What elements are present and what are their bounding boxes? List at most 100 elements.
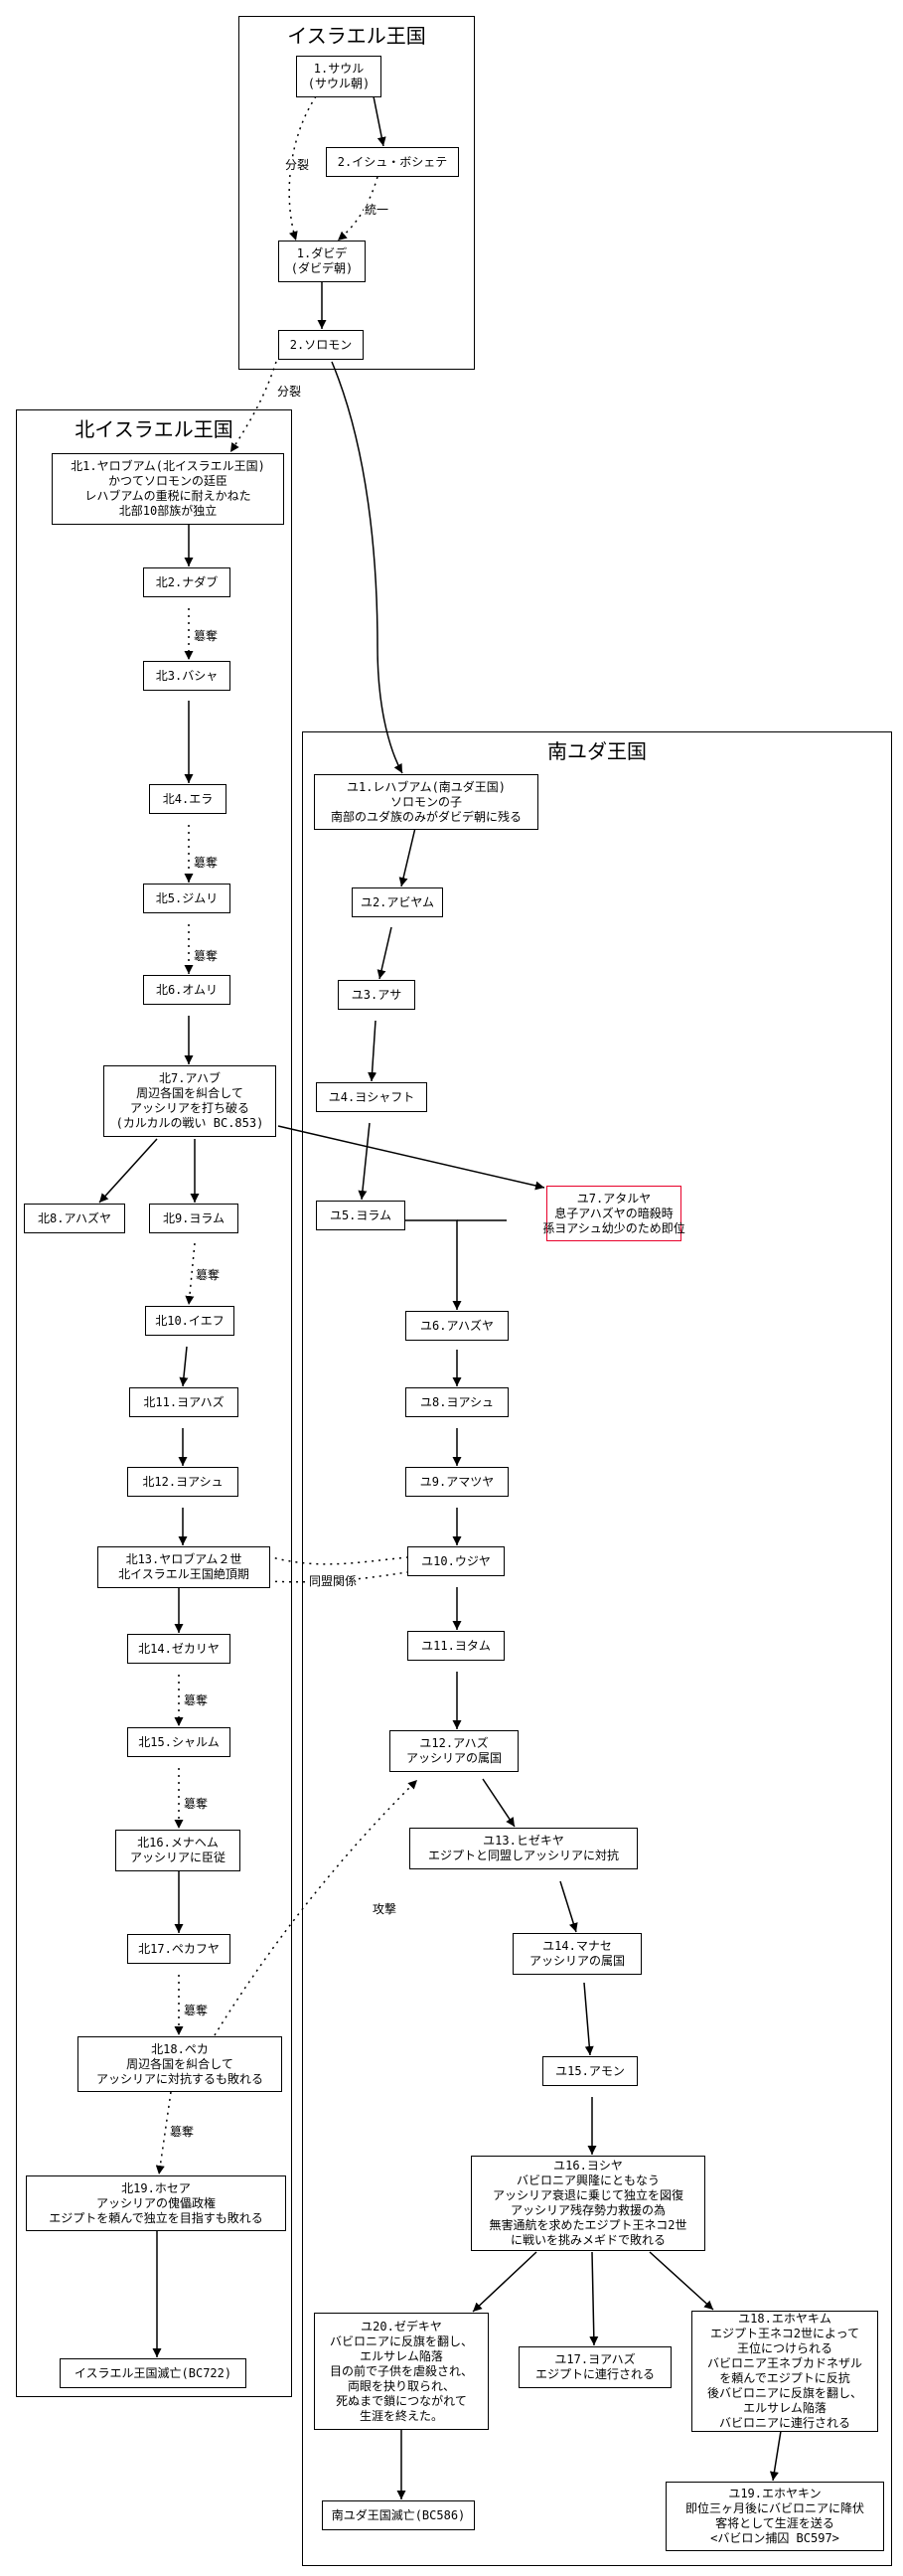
node-line: 北3.バシャ	[155, 668, 219, 683]
node-line: ユ12.アハズ	[419, 1736, 489, 1750]
node-n3: 北3.バシャ	[143, 661, 230, 691]
edge-s14-s15	[583, 1982, 594, 2056]
node-n11: 北11.ヨアハズ	[129, 1387, 238, 1417]
node-s16: ユ16.ヨシヤバビロニア興隆にともなうアッシリア衰退に乗じて独立を図復アッシリア…	[471, 2156, 705, 2251]
label-usurp-n15-n16: 簒奪	[183, 1797, 210, 1811]
node-line: エジプト王ネコ2世によって	[709, 2327, 860, 2340]
label-usurp-n4-n5: 簒奪	[193, 856, 220, 870]
node-s13: ユ13.ヒゼキヤエジプトと同盟しアッシリアに対抗	[409, 1828, 638, 1869]
label-usurp-n2-n3: 簒奪	[193, 629, 220, 643]
node-line: ユ16.ヨシヤ	[553, 2159, 623, 2173]
node-line: 北11.ヨアハズ	[143, 1394, 225, 1409]
edge-s1-s2	[398, 827, 416, 887]
node-line: 北17.ペカフヤ	[138, 1941, 220, 1956]
node-line: 北2.ナダブ	[155, 574, 219, 589]
node-line: アッシリアに対抗するも敗れる	[95, 2071, 263, 2086]
node-line: ユ13.ヒゼキヤ	[483, 1834, 564, 1848]
node-line: アッシリアの属国	[528, 1954, 625, 1968]
node-line: ユ4.ヨシャフト	[328, 1089, 415, 1104]
node-line: エジプトと同盟しアッシリアに対抗	[427, 1849, 619, 1862]
node-line: 死ぬまで鎖につながれて	[336, 2393, 467, 2408]
node-line: 北4.エラ	[162, 791, 214, 806]
node-line: 北イスラエル王国絶頂期	[118, 1567, 249, 1581]
node-line: ユ14.マナセ	[542, 1939, 612, 1953]
node-line: 両眼を抉り取られ、	[347, 2378, 456, 2393]
node-line: ユ3.アサ	[351, 987, 402, 1002]
node-line: ユ2.アビヤム	[360, 894, 435, 909]
cluster-israel: イスラエル王国	[238, 16, 475, 370]
node-s8: ユ8.ヨアシュ	[405, 1387, 509, 1417]
node-line: アッシリアの属国	[405, 1751, 502, 1765]
node-n4: 北4.エラ	[149, 784, 226, 814]
node-line: 北14.ゼカリヤ	[138, 1641, 220, 1656]
node-line: 王位につけられる	[736, 2341, 832, 2355]
node-n15: 北15.シャルム	[127, 1727, 230, 1757]
cluster-title-israel: イスラエル王国	[287, 24, 426, 48]
node-n17: 北17.ペカフヤ	[127, 1934, 230, 1964]
node-line: ソロモンの子	[389, 794, 462, 809]
node-line: 北5.ジムリ	[155, 890, 219, 905]
node-south-end: 南ユダ王国滅亡(BC586)	[322, 2500, 475, 2530]
label-split-kingdom: 分裂	[276, 385, 303, 399]
edge-n18-s12-attack	[214, 1779, 418, 2036]
node-s6: ユ6.アハズヤ	[405, 1311, 509, 1341]
node-line: バビロニア王ネブカドネザル	[706, 2356, 862, 2370]
node-n7: 北7.アハブ周辺各国を糾合してアッシリアを打ち破る(カルカルの戦い BC.853…	[103, 1065, 276, 1137]
label-split-saul-david: 分裂	[284, 158, 311, 172]
node-line: 南部のユダ族のみがダビデ朝に残る	[330, 809, 522, 824]
node-s12: ユ12.アハズアッシリアの属国	[389, 1730, 519, 1772]
node-line: 北13.ヤロブアム２世	[125, 1552, 242, 1566]
node-line: ユ10.ウジヤ	[421, 1553, 491, 1568]
node-saul: 1.サウル(サウル朝)	[296, 56, 381, 97]
label-alliance: 同盟関係	[308, 1574, 359, 1588]
node-line: アッシリアを打ち破る	[129, 1101, 249, 1115]
node-n9: 北9.ヨラム	[149, 1204, 238, 1233]
node-s3: ユ3.アサ	[338, 980, 415, 1010]
label-usurp-n14-n15: 簒奪	[183, 1693, 210, 1707]
edge-s4-s5	[358, 1122, 371, 1201]
node-n19: 北19.ホセアアッシリアの傀儡政権エジプトを頼んで独立を目指すも敗れる	[26, 2175, 286, 2231]
node-line: ユ1.レハブアム(南ユダ王国)	[346, 779, 507, 794]
node-s11: ユ11.ヨタム	[407, 1631, 505, 1661]
edge-s3-s4	[368, 1020, 377, 1082]
node-line: 無害通航を求めたエジプト王ネコ2世	[489, 2218, 687, 2232]
edge-saul-ishbosheth	[373, 95, 386, 147]
node-line: を頼んでエジプトに反抗	[719, 2371, 850, 2385]
node-s20: ユ20.ゼデキヤバビロニアに反旗を翻し、エルサレム陥落目の前で子供を虐殺され、両…	[314, 2313, 489, 2430]
cluster-north: 北イスラエル王国	[16, 409, 292, 2397]
node-line: (ダビデ朝)	[290, 261, 354, 275]
node-line: ユ19.エホヤキン	[728, 2487, 822, 2500]
node-line: バビロニア興隆にともなう	[516, 2174, 660, 2187]
node-line: ユ18.エホヤキム	[738, 2312, 831, 2326]
node-n12: 北12.ヨアシュ	[127, 1467, 238, 1497]
node-s4: ユ4.ヨシャフト	[316, 1082, 427, 1112]
node-line: 孫ヨアシュ幼少のため即位	[542, 1220, 685, 1235]
node-n10: 北10.イエフ	[145, 1306, 234, 1336]
label-attack: 攻撃	[372, 1902, 398, 1916]
node-line: 南ユダ王国滅亡(BC586)	[331, 2507, 466, 2522]
node-line: ユ15.アモン	[555, 2063, 625, 2078]
node-n16: 北16.メナヘムアッシリアに臣従	[115, 1830, 240, 1871]
node-line: 1.ダビデ	[296, 246, 348, 260]
node-line: バビロニアに反旗を翻し、	[329, 2334, 473, 2348]
node-line: 即位三ヶ月後にバビロニアに降伏	[684, 2501, 864, 2515]
node-line: エジプトに連行される	[534, 2367, 655, 2381]
node-s5: ユ5.ヨラム	[316, 1201, 405, 1230]
node-line: ユ8.ヨアシュ	[420, 1394, 494, 1409]
node-line: エルサレム陥落	[743, 2401, 827, 2415]
node-line: (サウル朝)	[307, 77, 371, 90]
node-line: 北12.ヨアシュ	[142, 1474, 224, 1489]
node-david: 1.ダビデ(ダビデ朝)	[278, 241, 366, 282]
edge-s16-s20	[472, 2251, 537, 2313]
node-ishbosheth: 2.イシュ・ボシェテ	[326, 147, 459, 177]
node-line: 2.ソロモン	[289, 337, 353, 352]
label-usurp-n9-n10: 簒奪	[195, 1268, 222, 1282]
node-line: 北7.アハブ	[159, 1071, 221, 1085]
node-line: 生涯を終えた。	[359, 2408, 443, 2423]
node-line: 1.サウル	[313, 62, 365, 76]
node-line: ユ9.アマツヤ	[419, 1474, 495, 1489]
node-north-end: イスラエル王国滅亡(BC722)	[60, 2358, 246, 2388]
node-line: 北15.シャルム	[138, 1734, 220, 1749]
node-line: ユ20.ゼデキヤ	[361, 2319, 442, 2334]
node-s1: ユ1.レハブアム(南ユダ王国)ソロモンの子南部のユダ族のみがダビデ朝に残る	[314, 774, 538, 830]
